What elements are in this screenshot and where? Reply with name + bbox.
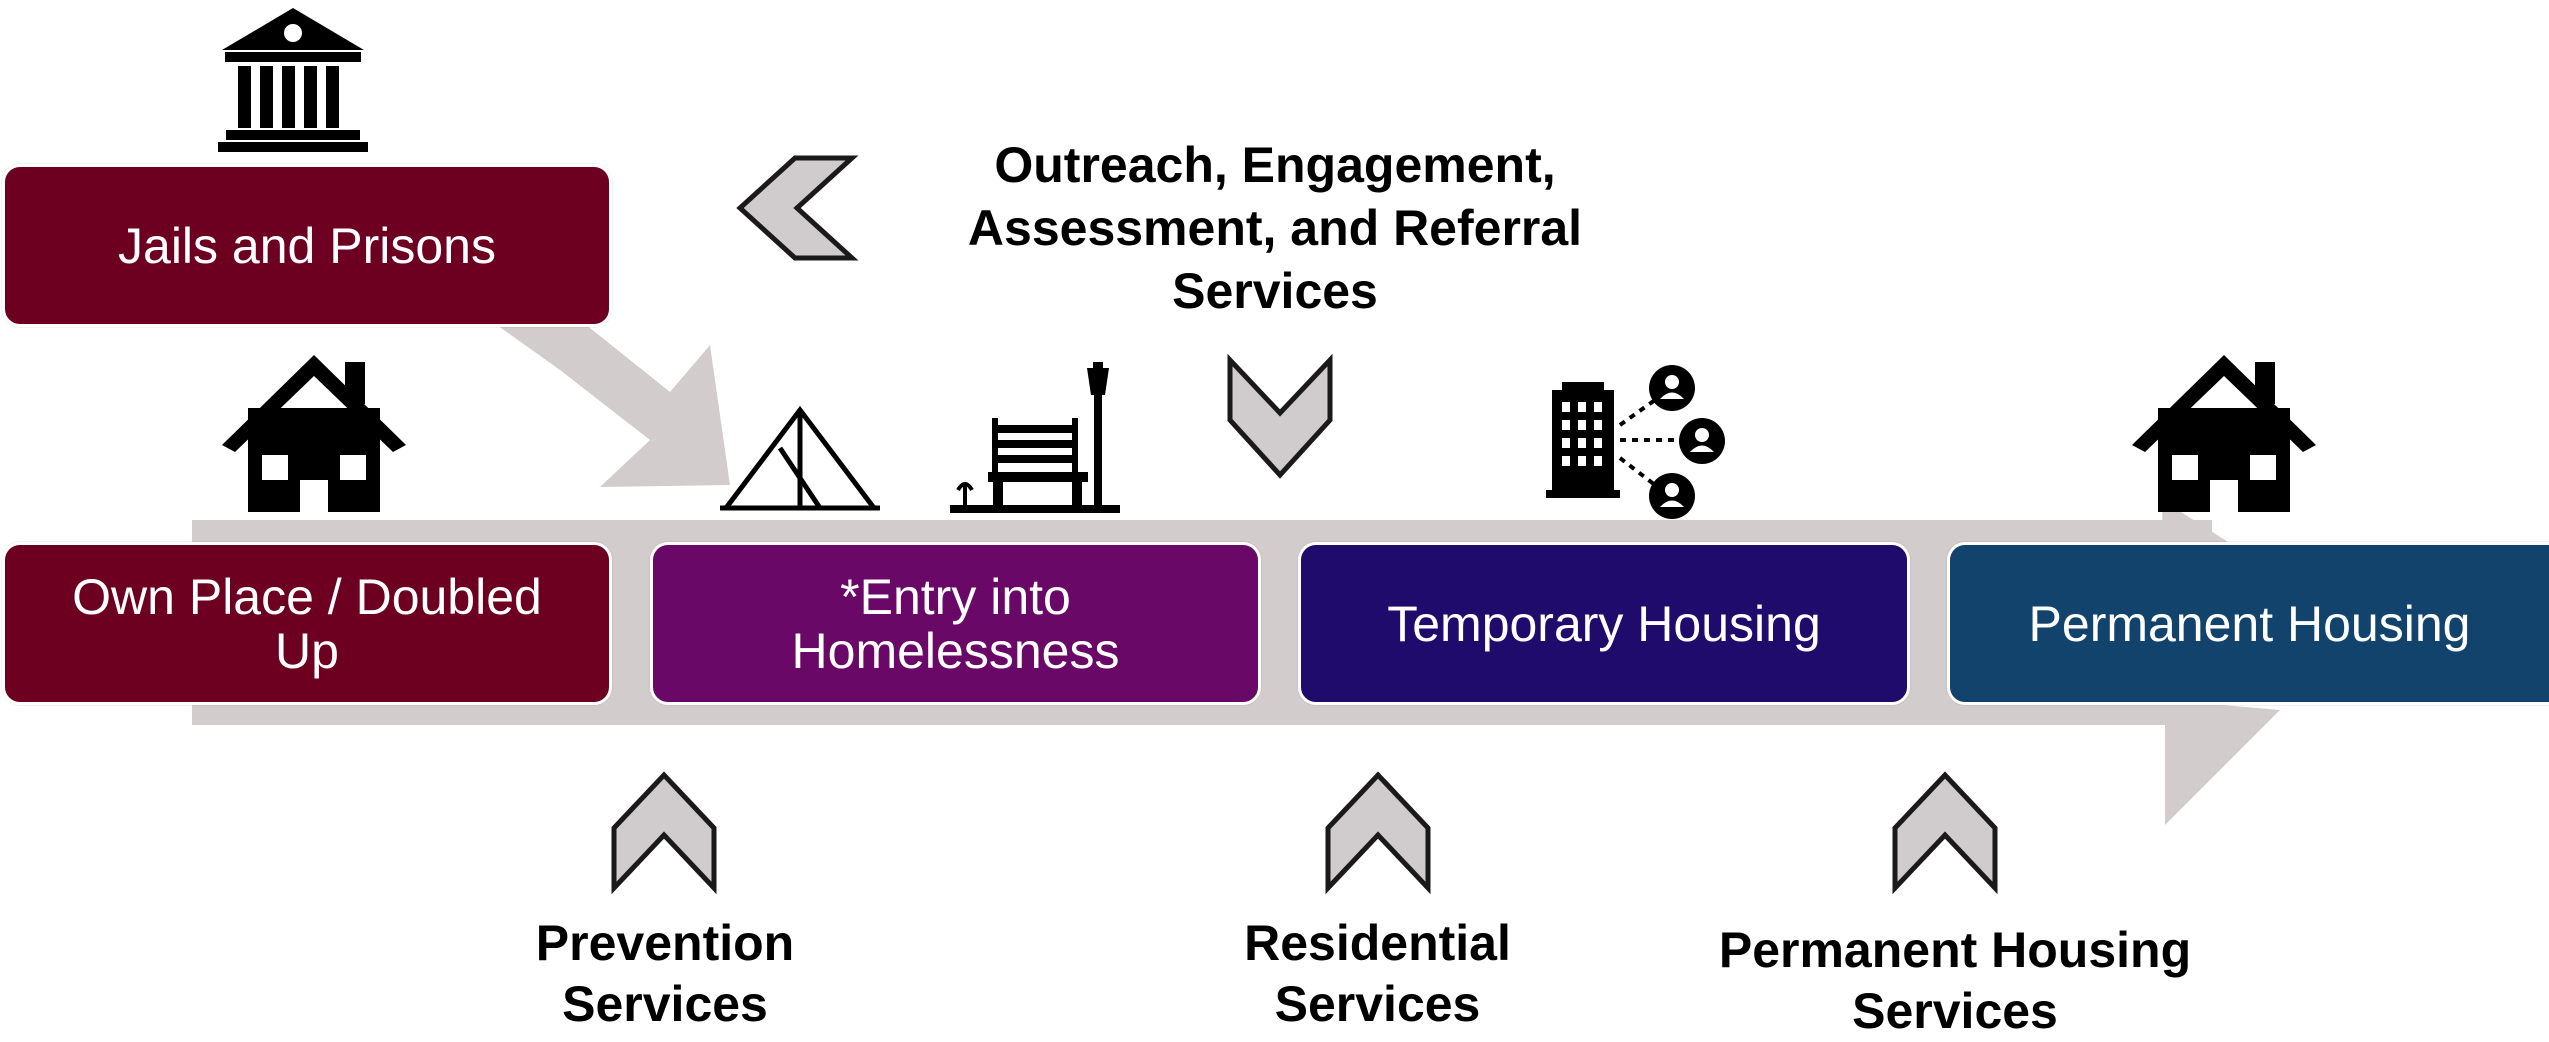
residential-services-label: Residential Services <box>1244 915 1511 1032</box>
outreach-down-chevron <box>1227 353 1333 479</box>
residential-up-chevron <box>1325 771 1431 895</box>
house-icon <box>222 355 406 512</box>
jails-and-prisons-box: Jails and Prisons <box>2 164 612 327</box>
tent-icon <box>720 405 880 511</box>
permanent-up-chevron <box>1892 771 1998 895</box>
courthouse-icon <box>218 8 368 152</box>
prevention-services-label: Prevention Services <box>535 915 795 1032</box>
own-place-box: Own Place / Doubled Up <box>2 542 612 705</box>
person-node <box>1649 365 1695 411</box>
person-node <box>1649 473 1695 519</box>
entry-into-homelessness-box: *Entry into Homelessness <box>650 542 1261 705</box>
apartment-network-icon <box>1546 365 1725 519</box>
permanent-housing-box: Permanent Housing <box>1947 542 2549 705</box>
outreach-services-label: Outreach, Engagement, Assessment, and Re… <box>967 137 1583 319</box>
park-bench-icon <box>950 362 1120 513</box>
jails-to-entry-arrow <box>490 320 730 487</box>
house-icon <box>2132 355 2316 512</box>
temporary-housing-box: Temporary Housing <box>1298 542 1910 705</box>
prevention-up-chevron <box>611 771 717 895</box>
outreach-left-chevron <box>736 155 859 261</box>
person-node <box>1679 418 1725 464</box>
permanent-housing-services-label: Permanent Housing Services <box>1718 922 2192 1039</box>
